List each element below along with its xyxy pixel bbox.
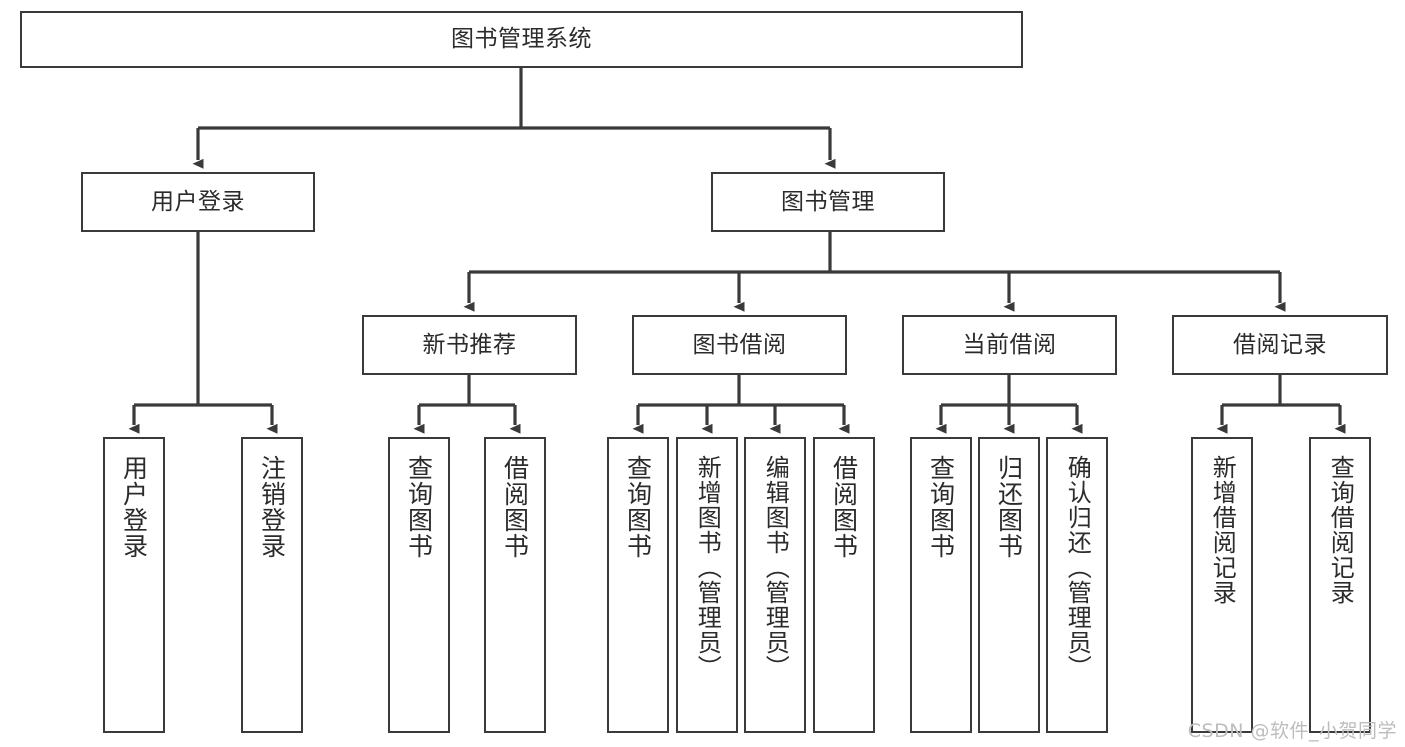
node-current-borrow[interactable]: 当前借阅	[902, 315, 1117, 375]
node-label: 查询图书	[623, 455, 653, 559]
node-borrow-record[interactable]: 借阅记录	[1172, 315, 1388, 375]
node-book-borrow[interactable]: 图书借阅	[632, 315, 847, 375]
node-label: 新增借阅记录	[1208, 455, 1237, 605]
node-label: 图书管理	[781, 188, 875, 215]
leaf-query-borrow-record[interactable]: 查询借阅记录	[1309, 437, 1371, 733]
node-new-book-recommend[interactable]: 新书推荐	[362, 315, 577, 375]
node-label: 用户登录	[151, 188, 245, 215]
leaf-edit-book-admin[interactable]: 编辑图书（管理员）	[744, 437, 806, 733]
leaf-logout[interactable]: 注销登录	[241, 437, 303, 733]
node-label: 借阅图书	[500, 455, 530, 559]
leaf-query-book-recommend[interactable]: 查询图书	[388, 437, 450, 733]
node-book-management[interactable]: 图书管理	[711, 172, 945, 232]
node-label: 编辑图书（管理员）	[761, 455, 790, 680]
leaf-query-book-borrow[interactable]: 查询图书	[607, 437, 669, 733]
node-label: 确认归还（管理员）	[1063, 455, 1092, 680]
watermark-text: CSDN @软件_小贺同学	[1187, 720, 1397, 742]
node-root-book-management-system[interactable]: 图书管理系统	[20, 11, 1023, 68]
node-label: 借阅图书	[829, 455, 859, 559]
node-label: 归还图书	[994, 455, 1024, 559]
node-label: 查询图书	[926, 455, 956, 559]
leaf-confirm-return-admin[interactable]: 确认归还（管理员）	[1046, 437, 1108, 733]
node-label: 借阅记录	[1233, 331, 1327, 358]
node-label: 注销登录	[257, 455, 287, 559]
leaf-add-borrow-record[interactable]: 新增借阅记录	[1191, 437, 1253, 733]
node-label: 查询图书	[404, 455, 434, 559]
node-label: 图书管理系统	[451, 26, 592, 53]
node-label: 当前借阅	[962, 331, 1057, 358]
leaf-borrow-book-recommend[interactable]: 借阅图书	[484, 437, 546, 733]
node-label: 新增图书（管理员）	[693, 455, 722, 680]
node-label: 用户登录	[119, 455, 149, 559]
leaf-query-book-current[interactable]: 查询图书	[910, 437, 972, 733]
node-label: 新书推荐	[422, 331, 517, 358]
leaf-borrow-book[interactable]: 借阅图书	[813, 437, 875, 733]
leaf-user-login[interactable]: 用户登录	[103, 437, 165, 733]
leaf-add-book-admin[interactable]: 新增图书（管理员）	[676, 437, 738, 733]
leaf-return-book[interactable]: 归还图书	[978, 437, 1040, 733]
node-label: 图书借阅	[692, 331, 787, 358]
node-user-login[interactable]: 用户登录	[81, 172, 315, 232]
node-label: 查询借阅记录	[1326, 455, 1355, 605]
